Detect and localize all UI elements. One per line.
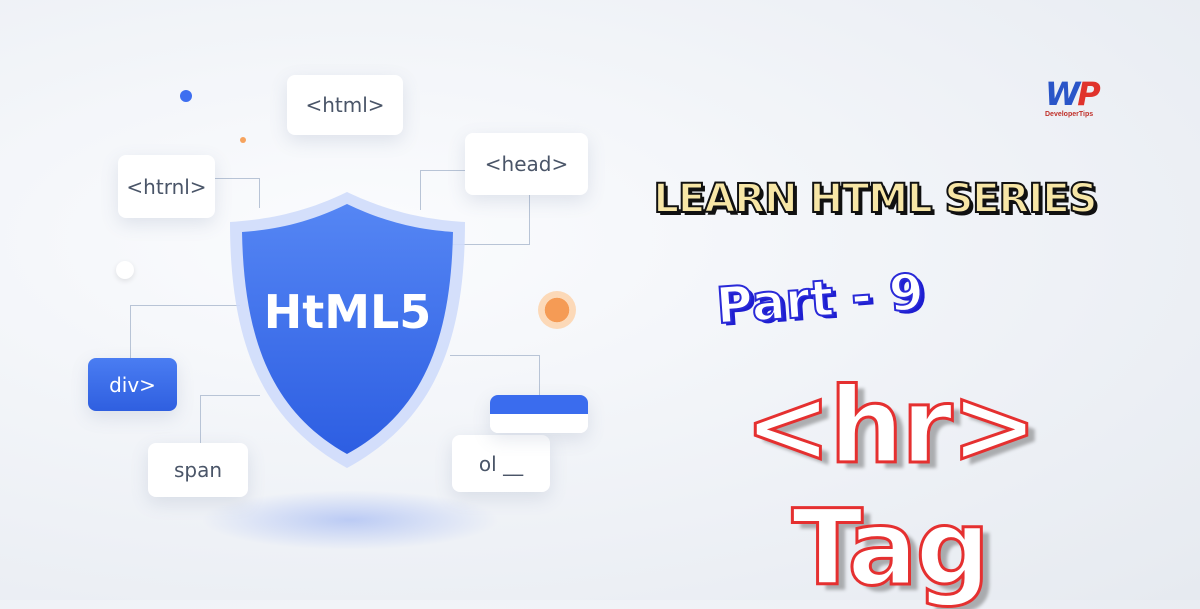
card-label: <htrnl> (126, 174, 207, 199)
shield-icon (230, 192, 465, 468)
card-label: <html> (305, 93, 385, 117)
card-head: <head> (465, 133, 588, 195)
connector-line (420, 170, 465, 210)
white-dot (116, 261, 134, 279)
card-label: <head> (484, 152, 569, 176)
connector-line (200, 395, 260, 445)
topic-title: <hr> Tag (743, 364, 1040, 609)
orange-dot (240, 137, 246, 143)
connector-line (215, 178, 260, 208)
card-div: div> (88, 358, 177, 411)
card-html-top: <html> (287, 75, 403, 135)
wp-logo: WP DeveloperTips (1045, 78, 1125, 118)
shield-glow (200, 490, 500, 550)
logo-subtitle: DeveloperTips (1045, 111, 1094, 118)
connector-line (130, 305, 240, 360)
card-label: ol __ (478, 451, 524, 476)
bar-fill (490, 395, 588, 414)
card-html-left: <htrnl> (118, 155, 215, 218)
shield-label: HtML5 (263, 285, 432, 339)
card-label: div> (109, 372, 156, 397)
blue-dot (180, 90, 192, 102)
part-number: Part - 9 (713, 262, 927, 336)
orange-ring-dot (538, 291, 576, 329)
series-title: LEARN HTML SERIES (653, 175, 1099, 223)
card-label: span (173, 458, 223, 482)
card-bar (490, 395, 588, 433)
card-span: span (148, 443, 248, 497)
connector-line (440, 195, 530, 245)
connector-line (450, 355, 540, 395)
card-ol: ol __ (452, 435, 550, 492)
logo-mark: WP (1045, 75, 1101, 113)
